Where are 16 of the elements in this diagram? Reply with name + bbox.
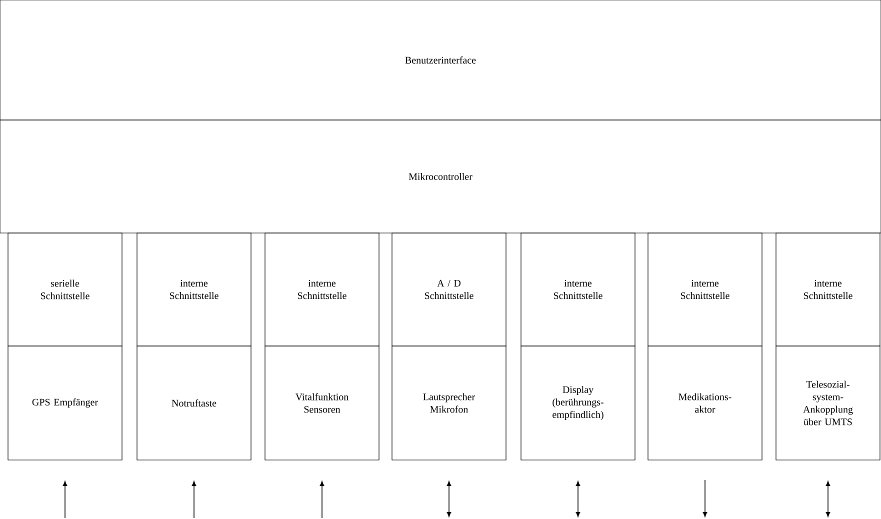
interface-box: A / D Schnittstelle xyxy=(392,232,506,346)
interface-box: interne Schnittstelle xyxy=(520,232,636,346)
device-box: Display (berührungs- empfindlich) xyxy=(520,346,636,460)
layer-box: Benutzerinterface xyxy=(0,0,881,120)
interface-box: interne Schnittstelle xyxy=(136,232,252,346)
interface-box: interne Schnittstelle xyxy=(776,232,880,346)
device-box: Lautsprecher Mikrofon xyxy=(392,346,506,460)
device-box: Medikations- aktor xyxy=(648,346,762,460)
interface-box: serielle Schnittstelle xyxy=(8,232,122,346)
interface-box: interne Schnittstelle xyxy=(648,232,762,346)
layer-box: Mikrocontroller xyxy=(0,120,881,234)
device-box: Notruftaste xyxy=(136,346,252,460)
device-box: Telesozial- system- Ankopplung über UMTS xyxy=(776,346,880,460)
device-box: GPS Empfänger xyxy=(8,346,122,460)
interface-box: interne Schnittstelle xyxy=(264,232,380,346)
device-box: Vitalfunktion Sensoren xyxy=(264,346,380,460)
